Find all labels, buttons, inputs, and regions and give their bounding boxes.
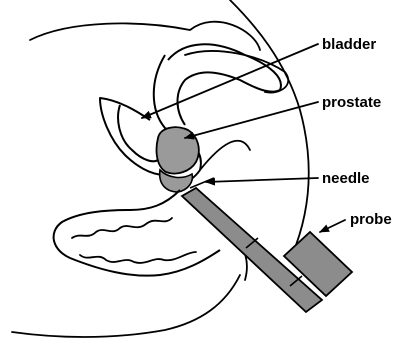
needle-line [190, 178, 214, 188]
prostate-leader [185, 102, 318, 138]
label-prostate: prostate [322, 94, 381, 111]
rectum-upper-wall [200, 141, 250, 170]
probe-leader [320, 220, 345, 232]
prostate-shape [157, 127, 199, 173]
seminal-fold [168, 44, 281, 125]
label-probe: probe [350, 211, 392, 228]
rectum-inner [72, 218, 196, 263]
label-bladder: bladder [322, 36, 376, 53]
lower-body-outline [12, 275, 240, 337]
label-needle: needle [322, 170, 370, 187]
body-outline [30, 22, 260, 50]
needle-leader [206, 178, 318, 182]
probe-device [182, 188, 352, 312]
back-outline [230, 0, 309, 260]
bladder-leader [142, 44, 318, 118]
